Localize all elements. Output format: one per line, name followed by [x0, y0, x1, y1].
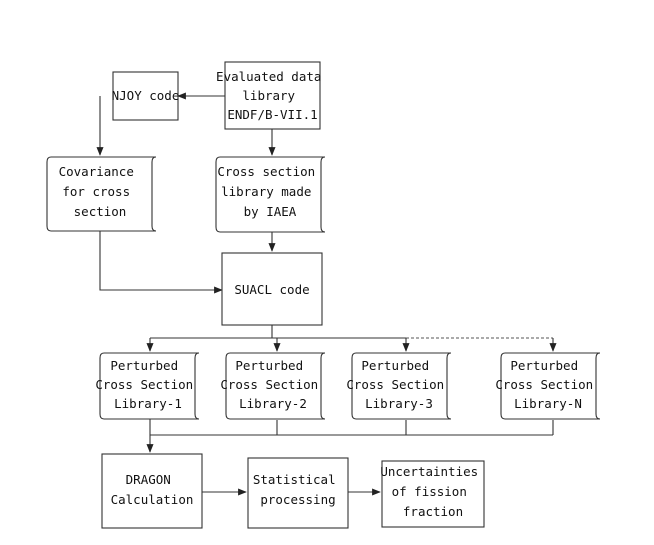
svg-text:Perturbed Cross Section: Perturbed Cross Section Library-2	[220, 358, 325, 411]
njoy-node: NJOY code	[112, 71, 180, 121]
perturbed-library-n-node: Perturbed Cross Section Library-N	[495, 352, 601, 420]
svg-text:Statistical processing: Statistical processing	[253, 472, 343, 507]
suacl-label: SUACL code	[234, 282, 309, 297]
svg-text:SUACL code: SUACL code	[234, 282, 309, 297]
perturbed-library-2-line: Perturbed	[235, 358, 303, 373]
statistical-line: processing	[260, 492, 335, 507]
svg-text:Evaluated data library: Evaluated data library ENDF/B-VII.1	[216, 69, 329, 122]
perturbed-library-n-line: Cross Section	[495, 377, 593, 392]
covariance-line: Covariance	[59, 164, 134, 179]
edges	[96, 92, 557, 496]
njoy-label: NJOY code	[112, 88, 180, 103]
perturbed-library-1-line: Library-1	[114, 396, 182, 411]
svg-text:DRAGON Calculation: DRAGON Calculation	[111, 472, 194, 507]
covariance-line: section	[74, 204, 127, 219]
perturbed-library-2-line: Library-2	[239, 396, 307, 411]
dragon-line: DRAGON	[126, 472, 171, 487]
uncertainties-line: Uncertainties	[380, 464, 478, 479]
cross-section-library-node: Cross section library made by IAEA	[215, 156, 326, 233]
uncertainties-line: fraction	[403, 504, 463, 519]
suacl-node: SUACL code	[221, 252, 323, 326]
statistical-node: Statistical processing	[247, 457, 349, 529]
perturbed-library-n-line: Library-N	[514, 396, 582, 411]
evaluated-library-line: ENDF/B-VII.1	[227, 107, 317, 122]
edge-covariance-to-suacl	[99, 229, 223, 294]
perturbed-library-3-line: Perturbed	[361, 358, 429, 373]
perturbed-library-1-node: Perturbed Cross Section Library-1	[95, 352, 200, 420]
perturbed-library-3-line: Cross Section	[346, 377, 444, 392]
svg-text:Perturbed Cross Section: Perturbed Cross Section Library-3	[346, 358, 451, 411]
svg-text:Uncertainties of fission: Uncertainties of fission fraction	[380, 464, 485, 519]
uncertainties-node: Uncertainties of fission fraction	[380, 460, 485, 528]
svg-text:Perturbed Cross Section: Perturbed Cross Section Library-1	[95, 358, 200, 411]
perturbed-library-n-line: Perturbed	[510, 358, 578, 373]
covariance-line: for cross	[62, 184, 130, 199]
evaluated-library-line: Evaluated data	[216, 69, 321, 84]
cross-section-library-line: by IAEA	[244, 204, 297, 219]
uncertainties-line: of fission	[392, 484, 467, 499]
statistical-line: Statistical	[253, 472, 336, 487]
perturbed-library-1-line: Cross Section	[95, 377, 193, 392]
svg-text:Perturbed Cross Section: Perturbed Cross Section Library-N	[495, 358, 600, 411]
perturbed-library-3-line: Library-3	[365, 396, 433, 411]
cross-section-library-line: Cross section	[217, 164, 315, 179]
svg-text:Cross section library ma: Cross section library made by IAEA	[217, 164, 322, 219]
evaluated-library-node: Evaluated data library ENDF/B-VII.1	[216, 61, 329, 130]
dragon-line: Calculation	[111, 492, 194, 507]
perturbed-library-1-line: Perturbed	[110, 358, 178, 373]
svg-text:Covariance for cross: Covariance for cross section	[59, 164, 142, 219]
perturbed-library-2-line: Cross Section	[220, 377, 318, 392]
cross-section-library-line: library made	[221, 184, 311, 199]
dragon-node: DRAGON Calculation	[101, 453, 203, 529]
perturbed-library-3-node: Perturbed Cross Section Library-3	[346, 352, 452, 420]
perturbed-library-2-node: Perturbed Cross Section Library-2	[220, 352, 326, 420]
covariance-node: Covariance for cross section	[46, 156, 157, 232]
evaluated-library-line: library	[242, 88, 295, 103]
svg-text:NJOY code: NJOY code	[112, 88, 180, 103]
